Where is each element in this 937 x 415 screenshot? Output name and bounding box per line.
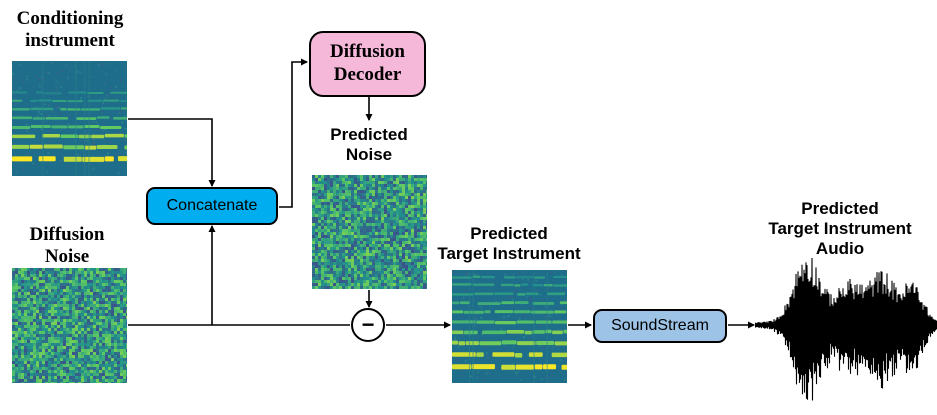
diffusion-decoder-label: Diffusion Decoder (330, 41, 405, 87)
predicted-target-label-line2: Target Instrument (437, 244, 581, 264)
predicted-audio-label-line3: Audio (815, 239, 865, 259)
predicted-audio-label: Predicted Target Instrument Audio (752, 199, 928, 259)
soundstream-block: SoundStream (593, 309, 727, 343)
concatenate-block: Concatenate (146, 187, 278, 225)
decoder-label-line2: Decoder (333, 64, 402, 85)
predicted-audio-label-line2: Target Instrument (768, 219, 912, 239)
predicted-audio-label-line1: Predicted (801, 199, 879, 218)
arrow-concatenate-to-decoder (279, 58, 308, 208)
predicted-target-spectrogram-image (452, 270, 567, 383)
subtract-node-circle (351, 308, 385, 342)
diffusion-noise-label: Diffusion Noise (6, 224, 128, 269)
predicted-noise-label-line1: Predicted (330, 125, 408, 144)
conditioning-spectrogram-image (12, 61, 127, 176)
conditioning-instrument-label: Conditioning instrument (4, 8, 136, 53)
conditioning-label-line1: Conditioning (16, 8, 124, 29)
diffusion-noise-label-line1: Diffusion (29, 224, 105, 245)
subtract-symbol: − (362, 312, 375, 337)
diffusion-noise-image (12, 268, 127, 383)
concatenate-label: Concatenate (166, 197, 258, 214)
predicted-target-label-line1: Predicted (470, 224, 548, 243)
diffusion-noise-label-line2: Noise (44, 246, 90, 268)
soundstream-label: SoundStream (611, 317, 709, 334)
predicted-noise-label-line2: Noise (345, 145, 393, 165)
arrow-conditioning-to-concatenate (128, 118, 216, 187)
predicted-target-label: Predicted Target Instrument (424, 224, 594, 264)
diffusion-decoder-block: Diffusion Decoder (309, 31, 426, 97)
decoder-label-line1: Diffusion (330, 41, 405, 63)
conditioning-label-line2: instrument (25, 30, 115, 52)
predicted-noise-label: Predicted Noise (303, 125, 435, 165)
predicted-audio-waveform (755, 257, 937, 401)
predicted-noise-image (312, 175, 427, 289)
